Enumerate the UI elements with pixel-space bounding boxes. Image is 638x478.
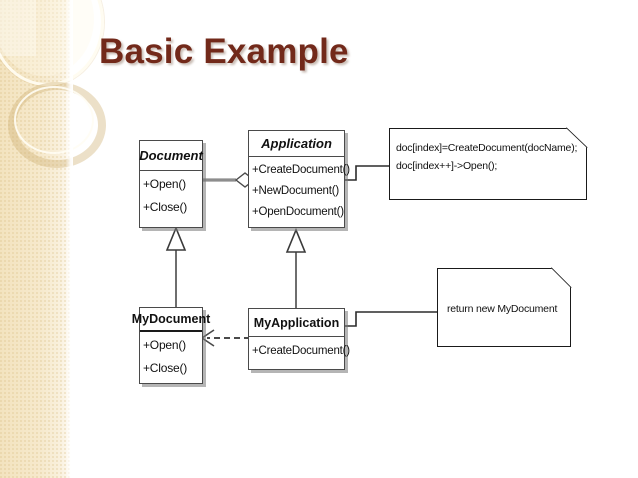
uml-operation: +Close() <box>143 200 188 214</box>
note-anchor-line-2 <box>345 311 437 327</box>
uml-class-mydocument-operations: +Open() +Close() <box>140 332 202 378</box>
uml-note-create-document-line-2: doc[index++]->Open(); <box>396 160 498 172</box>
uml-operation: +OpenDocument() <box>252 206 344 218</box>
note-anchor-line-1 <box>345 165 389 181</box>
uml-class-document-operations: +Open() +Close() <box>140 171 202 217</box>
uml-operation: +CreateDocument() <box>252 164 350 176</box>
sidebar-fade-edge <box>66 0 73 478</box>
generalization-triangle-application-icon <box>285 227 307 253</box>
page-title: Basic Example <box>99 32 349 71</box>
uml-class-document[interactable]: Document +Open() +Close() <box>139 140 203 228</box>
uml-operation: +Open() <box>143 177 186 191</box>
uml-class-application[interactable]: Application +CreateDocument() +NewDocume… <box>248 130 350 228</box>
uml-operation: +CreateDocument() <box>252 345 350 357</box>
sidebar-ring-thin-icon <box>14 86 94 154</box>
uml-note-create-document[interactable] <box>389 128 587 200</box>
uml-operation: +NewDocument() <box>252 185 339 197</box>
uml-note-return-mydocument-line-1: return new MyDocument <box>447 303 558 315</box>
uml-operation: +Close() <box>143 361 188 375</box>
uml-class-myapplication-operations: +CreateDocument() <box>249 337 350 360</box>
uml-class-mydocument-name: MyDocument <box>132 308 210 332</box>
slide-decorative-sidebar <box>0 0 106 478</box>
uml-operation: +Open() <box>143 338 186 352</box>
uml-class-document-name: Document <box>139 141 203 171</box>
sidebar-corner-highlight <box>0 0 36 56</box>
uml-class-application-operations: +CreateDocument() +NewDocument() +OpenDo… <box>249 157 350 221</box>
uml-class-mydocument[interactable]: MyDocument +Open() +Close() <box>132 307 210 384</box>
uml-note-create-document-line-1: doc[index]=CreateDocument(docName); <box>396 142 578 154</box>
uml-class-application-name: Application <box>249 131 344 157</box>
uml-class-myapplication[interactable]: MyApplication +CreateDocument() <box>248 308 350 370</box>
uml-class-myapplication-name: MyApplication <box>249 309 344 337</box>
uml-note-return-mydocument[interactable] <box>437 268 571 347</box>
generalization-triangle-document-icon <box>165 225 187 251</box>
